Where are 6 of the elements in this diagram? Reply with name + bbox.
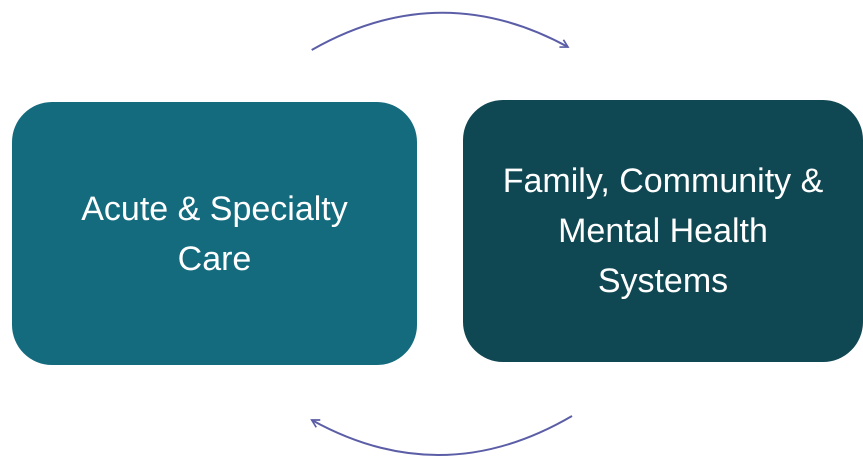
- curved-arrow: [310, 415, 572, 456]
- rounded-box: [12, 102, 417, 365]
- box-label: Family, Community & Mental Health Systems: [502, 161, 824, 302]
- rounded-box: [463, 100, 863, 362]
- curved-arrow: [311, 12, 569, 51]
- box-label: Acute & Specialty Care: [80, 188, 349, 280]
